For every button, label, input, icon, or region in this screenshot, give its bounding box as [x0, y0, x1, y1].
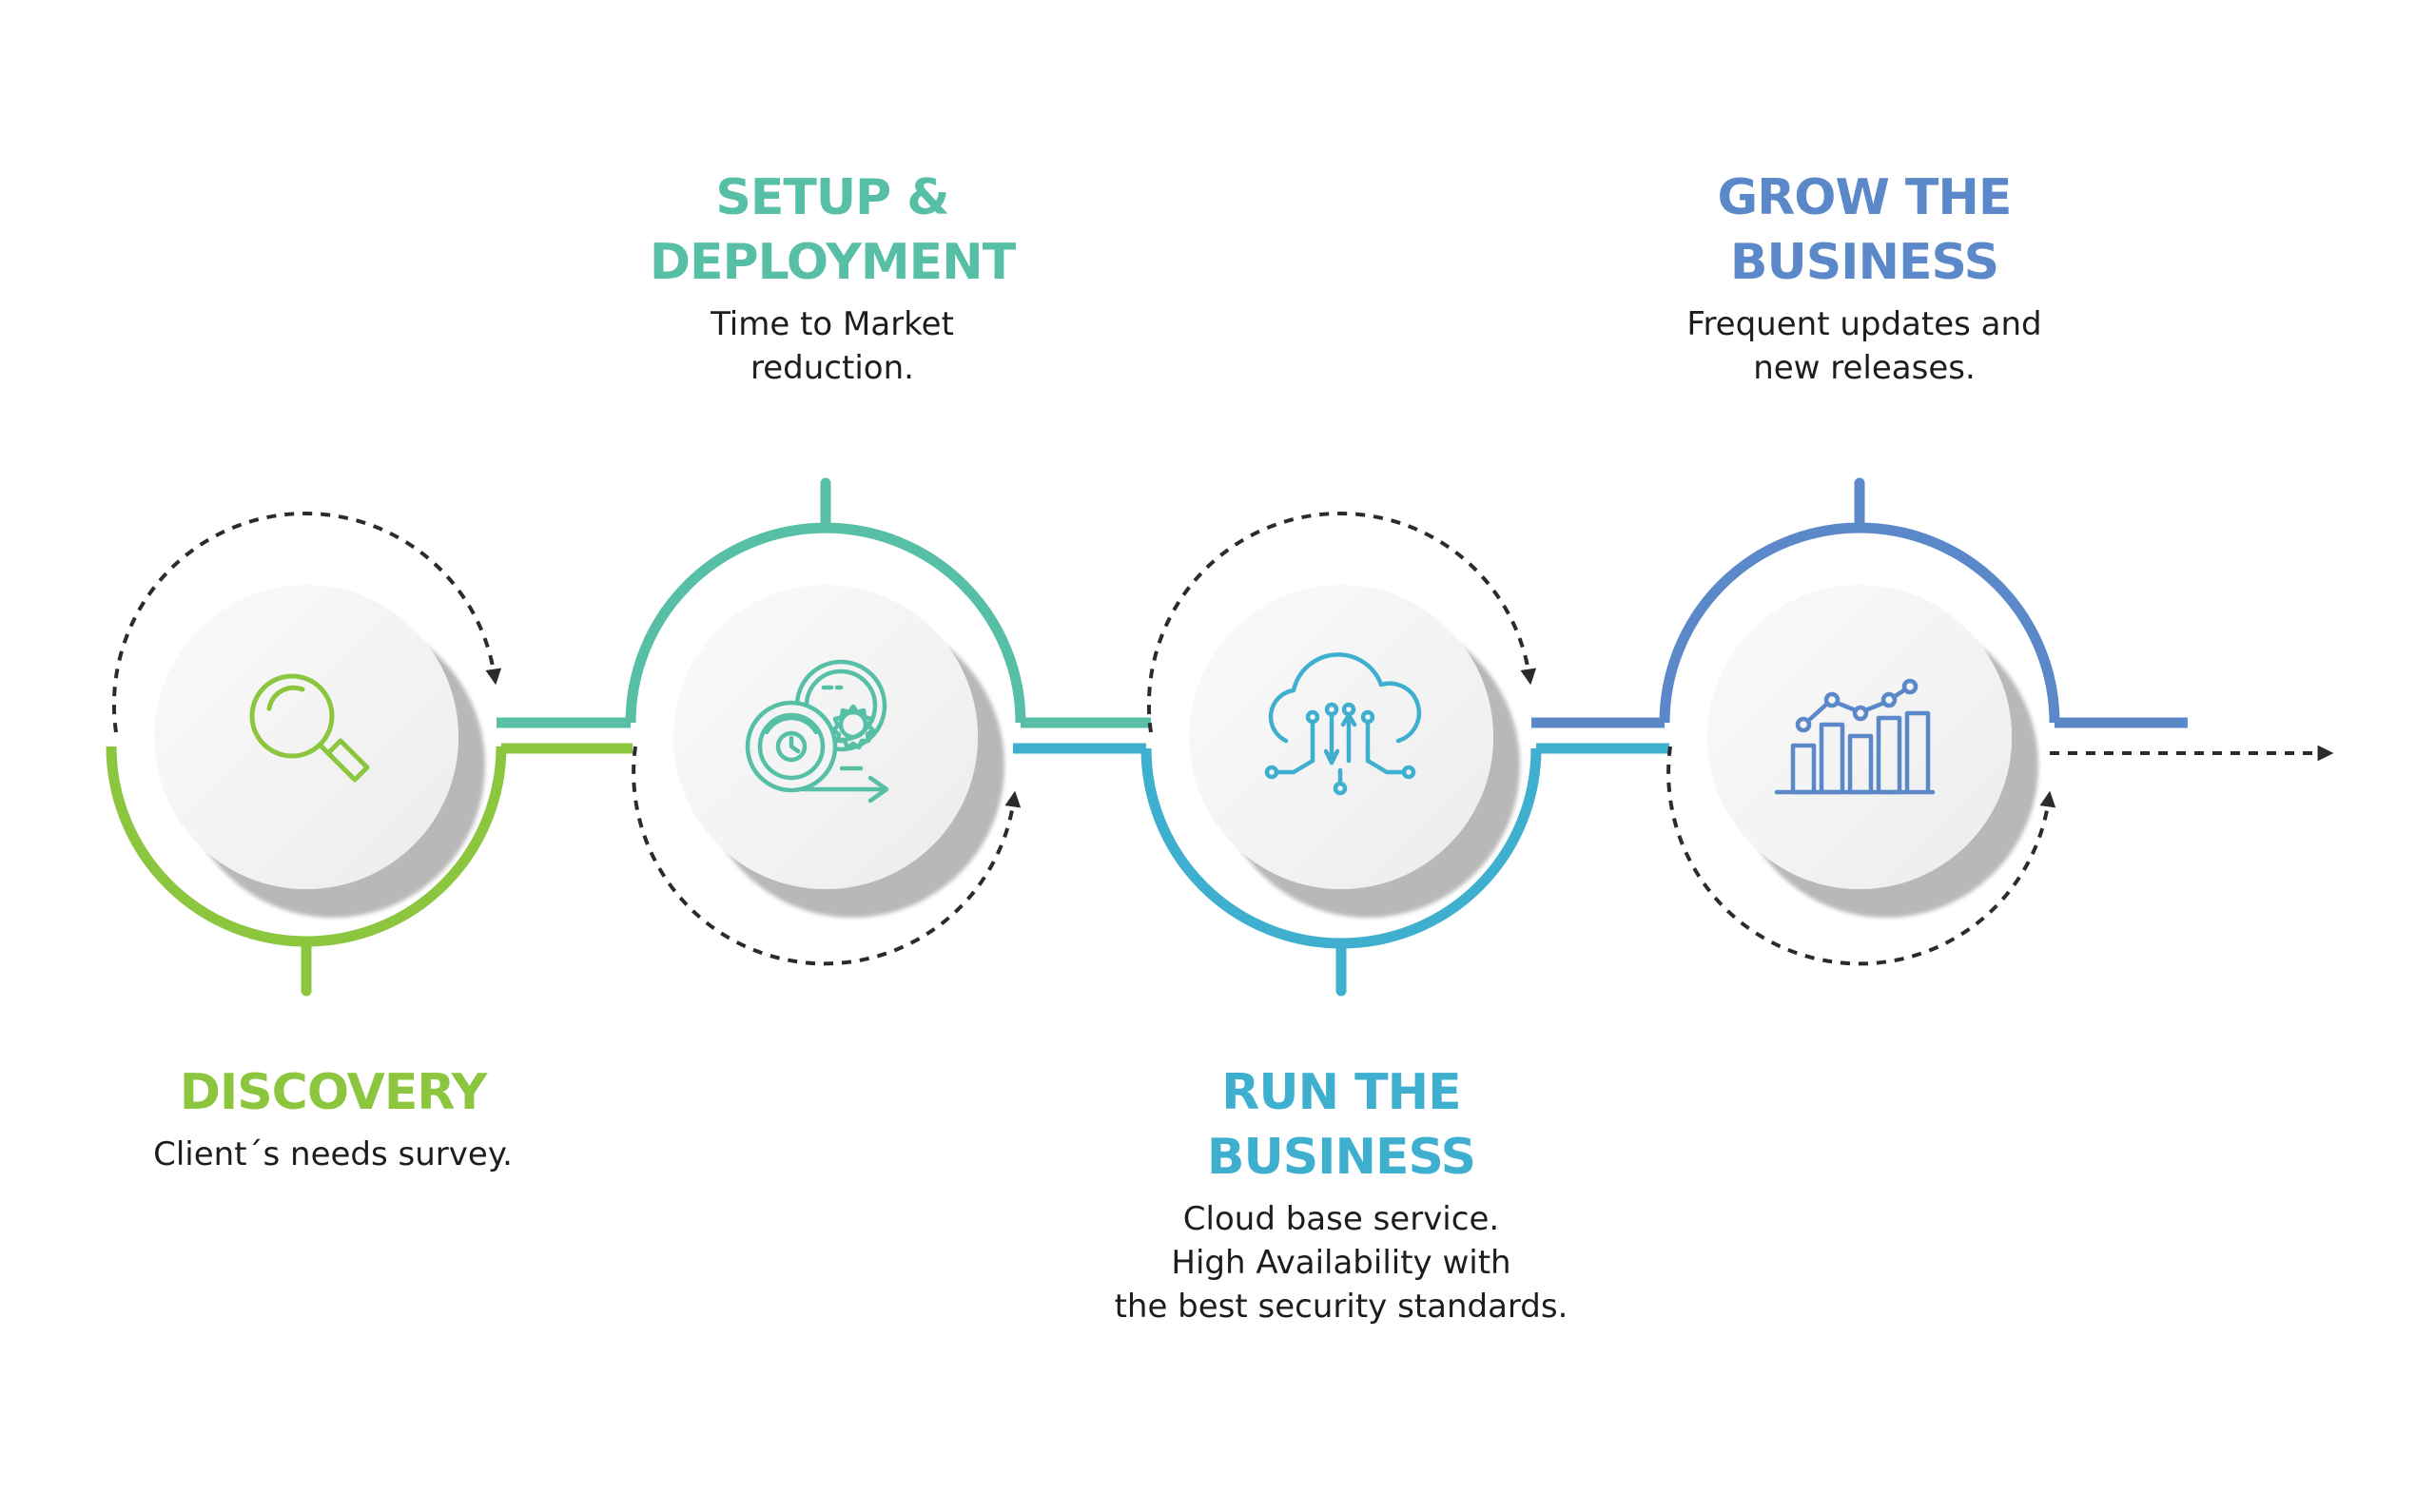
grow-title-line-1: GROW THE: [1717, 169, 2013, 226]
grow-connector: [1531, 477, 2188, 728]
run-title: RUN THE BUSINESS: [1037, 1060, 1646, 1190]
discovery-cycle-arrow: [111, 511, 502, 733]
setup-title-line-2: DEPLOYMENT: [649, 234, 1016, 291]
magnifier-icon: [249, 673, 370, 783]
bar-chart-growth-icon: [1774, 678, 1936, 795]
setup-title-line-1: SETUP &: [715, 169, 949, 226]
run-title-line-2: BUSINESS: [1206, 1129, 1476, 1186]
clock-gears-arrow-icon: [745, 659, 889, 804]
setup-connector: [497, 477, 1151, 728]
run-title-line-1: RUN THE: [1221, 1064, 1461, 1121]
setup-cycle-arrow: [632, 746, 1022, 966]
discovery-description: Client´s needs survey.: [153, 1135, 513, 1173]
grow-description: Frequent updates and new releases.: [1686, 305, 2042, 387]
run-description: Cloud base service. High Availability wi…: [1114, 1200, 1568, 1326]
setup-description: Time to Market reduction.: [711, 305, 954, 387]
discovery-circle: [154, 585, 458, 889]
setup-title: SETUP & DEPLOYMENT: [528, 165, 1137, 295]
run-circle: [1189, 585, 1493, 889]
run-connector: [1013, 743, 1669, 997]
grow-cycle-arrow: [1666, 746, 2056, 966]
grow-step-text: GROW THE BUSINESS Frequent updates and n…: [1560, 165, 2169, 390]
discovery-title: DISCOVERY: [179, 1064, 488, 1121]
grow-title: GROW THE BUSINESS: [1560, 165, 2169, 295]
cloud-circuit-icon: [1264, 652, 1422, 796]
discovery-connector: [106, 743, 633, 997]
setup-step-text: SETUP & DEPLOYMENT Time to Market reduct…: [528, 165, 1137, 390]
discovery-step-text: DISCOVERY Client´s needs survey.: [29, 1060, 637, 1176]
run-cycle-arrow: [1146, 511, 1537, 733]
grow-title-line-2: BUSINESS: [1729, 234, 1999, 291]
run-step-text: RUN THE BUSINESS Cloud base service. Hig…: [1037, 1060, 1646, 1328]
